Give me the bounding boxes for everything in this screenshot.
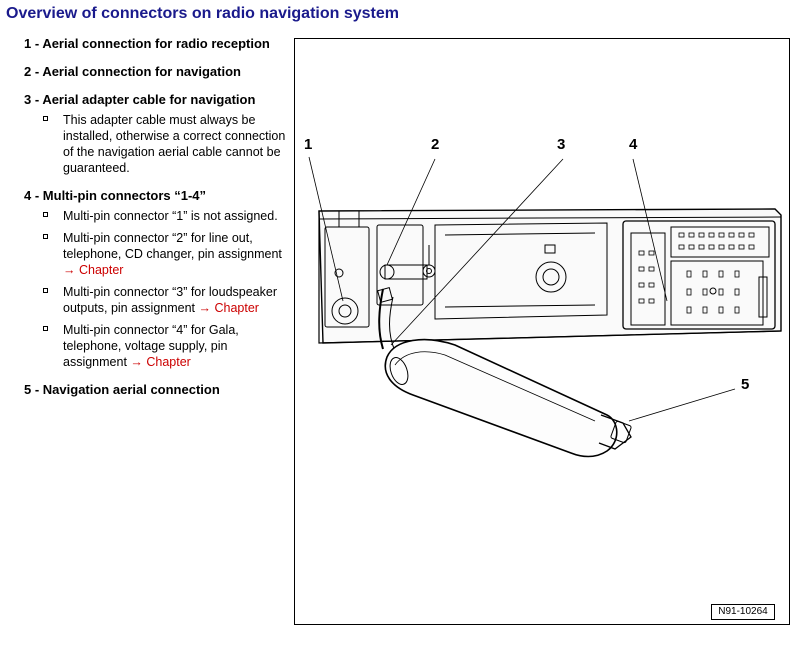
radio-rear-drawing [308, 156, 782, 458]
square-bullet-icon [43, 212, 48, 217]
subitem-text: Multi-pin connector “2” for line out, te… [63, 231, 282, 261]
legend-number: 1 [24, 36, 32, 51]
legend-item-4: 4 - Multi-pin connectors “1-4” Multi-pin… [24, 188, 286, 370]
callout-1: 1 [304, 136, 313, 153]
chapter-link[interactable]: → Chapter [130, 355, 191, 369]
subitem-text: Multi-pin connector “4” for Gala, teleph… [63, 323, 239, 369]
callout-5: 5 [741, 376, 750, 393]
subitem-text: Multi-pin connector “3” for loudspeaker … [63, 285, 277, 315]
callout-4: 4 [629, 136, 638, 153]
connector-legend: 1 - Aerial connection for radio receptio… [24, 36, 286, 410]
callout-2: 2 [431, 136, 440, 153]
legend-number: 3 [24, 92, 32, 107]
legend-label: Navigation aerial connection [42, 382, 220, 397]
legend-item-5: 5 - Navigation aerial connection [24, 382, 220, 397]
legend-label: Aerial connection for navigation [42, 64, 241, 79]
square-bullet-icon [43, 288, 48, 293]
chapter-link[interactable]: → Chapter [63, 263, 124, 277]
figure-id-label: N91-10264 [711, 604, 775, 620]
subitem-text: Multi-pin connector “1” is not assigned. [63, 209, 278, 223]
legend-label: Aerial connection for radio reception [42, 36, 270, 51]
legend-subitem: Multi-pin connector “3” for loudspeaker … [24, 284, 286, 316]
legend-number: 4 [24, 188, 32, 203]
square-bullet-icon [43, 116, 48, 121]
legend-subitem: Multi-pin connector “2” for line out, te… [24, 230, 286, 278]
legend-subitem: Multi-pin connector “4” for Gala, teleph… [24, 322, 286, 370]
legend-label: Multi-pin connectors “1-4” [42, 188, 207, 203]
subitem-text: This adapter cable must always be instal… [63, 113, 286, 175]
legend-item-2: 2 - Aerial connection for navigation [24, 64, 241, 79]
legend-subitem: This adapter cable must always be instal… [24, 112, 286, 176]
legend-item-3: 3 - Aerial adapter cable for navigation … [24, 92, 286, 176]
chapter-link[interactable]: → Chapter [198, 301, 259, 315]
legend-subitem: Multi-pin connector “1” is not assigned. [24, 208, 286, 224]
square-bullet-icon [43, 326, 48, 331]
legend-label: Aerial adapter cable for navigation [42, 92, 256, 107]
connector-diagram: 1 2 3 4 5 N91-10264 [294, 38, 790, 625]
callout-3: 3 [557, 136, 566, 153]
legend-item-1: 1 - Aerial connection for radio receptio… [24, 36, 270, 51]
legend-number: 2 [24, 64, 32, 79]
page-title: Overview of connectors on radio navigati… [6, 5, 399, 22]
square-bullet-icon [43, 234, 48, 239]
legend-number: 5 [24, 382, 32, 397]
